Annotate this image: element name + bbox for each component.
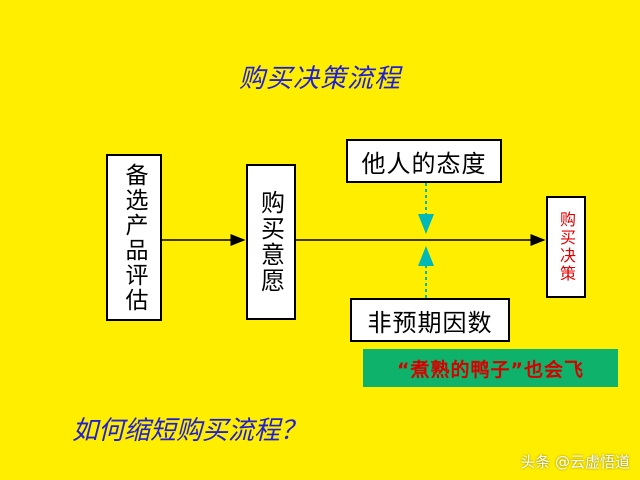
box-unexpected-factors: 非预期因数: [350, 298, 510, 342]
diagram-title: 购买决策流程: [238, 64, 401, 94]
watermark: 头条 @云虚悟道: [520, 453, 630, 471]
box-others-attitude: 他人的态度: [346, 139, 502, 183]
box-purchase-intention: 购买意愿: [246, 164, 296, 320]
box-purchase-decision: 购买决策: [546, 196, 586, 298]
box-purchase-intention-label: 购买意愿: [256, 190, 285, 294]
bottom-question: 如何缩短购买流程？: [72, 416, 307, 446]
callout-banner: “煮熟的鸭子”也会飞: [363, 349, 618, 387]
box-candidate-evaluation: 备选产品评估: [106, 154, 162, 321]
box-purchase-decision-label: 购买决策: [557, 211, 576, 283]
box-candidate-evaluation-label: 备选产品评估: [121, 162, 147, 313]
